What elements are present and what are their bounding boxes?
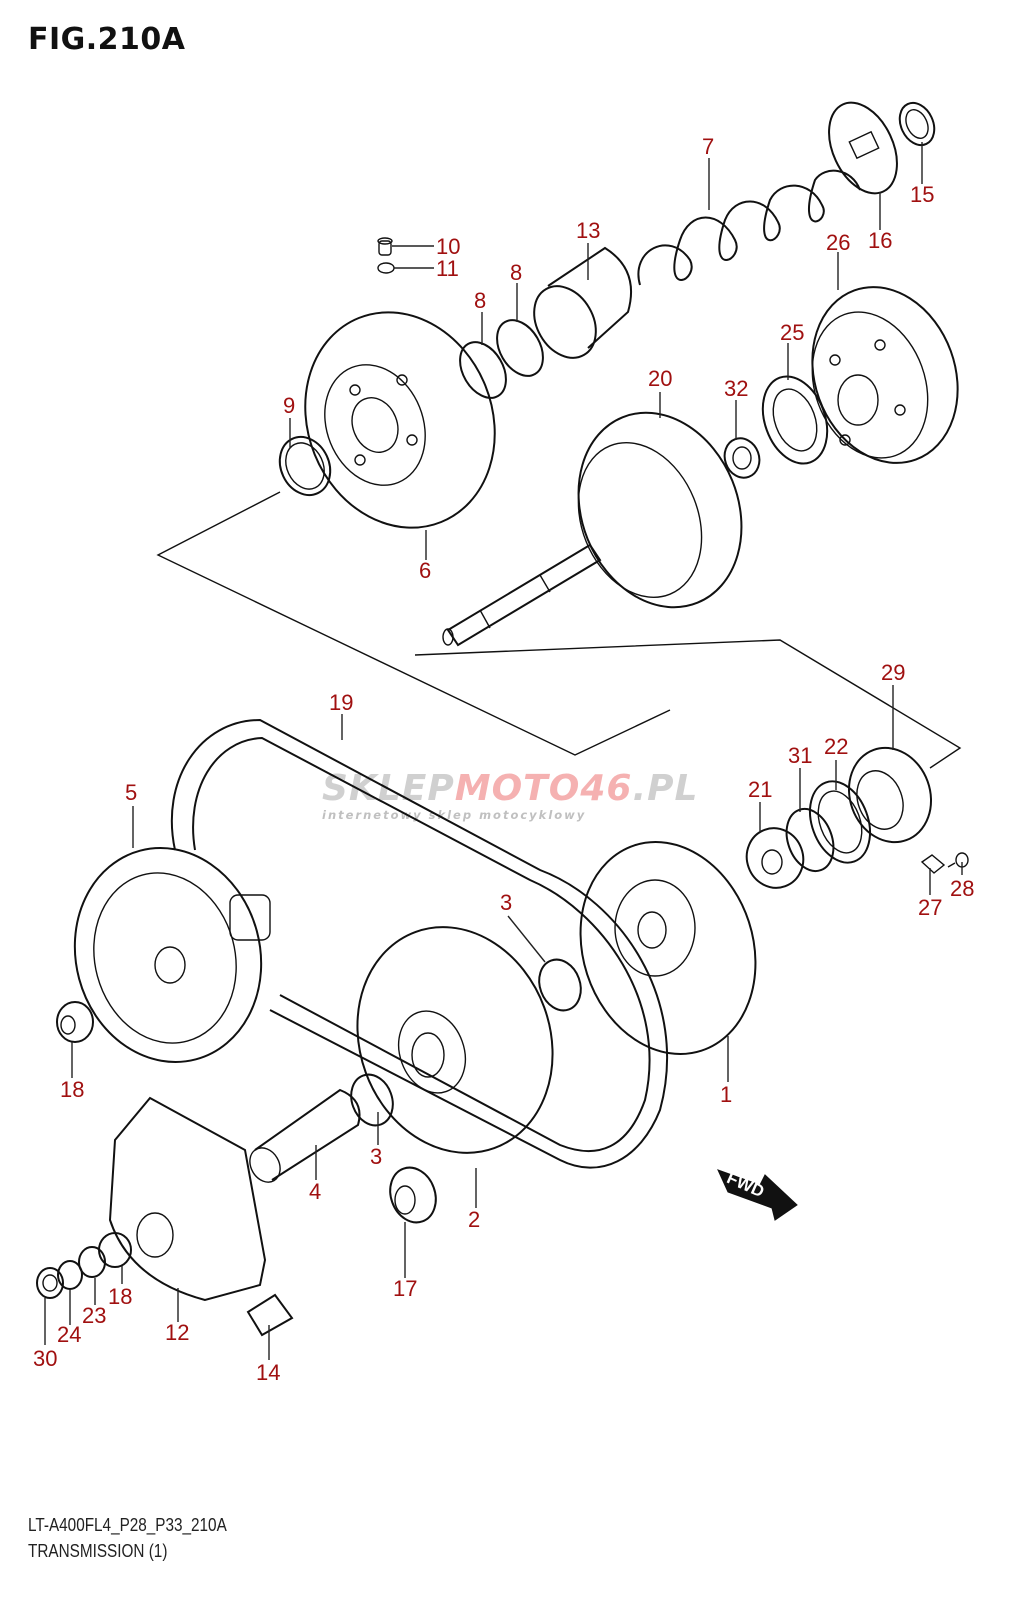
part-4-sleeve	[249, 1088, 361, 1183]
callout-29[interactable]: 29	[881, 660, 905, 685]
callout-14[interactable]: 14	[256, 1360, 280, 1385]
callout-17[interactable]: 17	[393, 1276, 417, 1301]
part-17-bearing	[389, 1166, 437, 1224]
part-31-circlip	[785, 808, 835, 872]
figure-footer: LT-A400FL4_P28_P33_210A TRANSMISSION (1)	[28, 1512, 227, 1564]
part-13-collar	[533, 246, 633, 359]
callout-28[interactable]: 28	[950, 876, 974, 901]
part-18-23-24-30-nut-stack	[36, 1232, 132, 1299]
callout-22[interactable]: 22	[824, 734, 848, 759]
part-27-28-washer-bolt	[920, 852, 969, 874]
callout-27[interactable]: 27	[918, 895, 942, 920]
callout-7[interactable]: 7	[702, 134, 714, 159]
watermark-subtitle: internetowy sklep motocyklowy	[322, 808, 587, 822]
part-16-plate	[828, 101, 898, 195]
callout-8a[interactable]: 8	[474, 288, 486, 313]
callout-19[interactable]: 19	[329, 690, 353, 715]
callout-18b[interactable]: 18	[108, 1284, 132, 1309]
callout-26[interactable]: 26	[826, 230, 850, 255]
leader-lines	[44, 142, 963, 1360]
callout-11[interactable]: 11	[436, 256, 459, 281]
assembly-guide-lines	[156, 491, 962, 769]
callout-3a[interactable]: 3	[500, 890, 512, 915]
callout-9[interactable]: 9	[283, 393, 295, 418]
callout-30[interactable]: 30	[33, 1346, 57, 1371]
callout-3b[interactable]: 3	[370, 1144, 382, 1169]
callout-labels: 1 2 3 3 4 5 6 7 8 8 9 10 11 12 13 14 15 …	[33, 134, 974, 1385]
callout-12[interactable]: 12	[165, 1320, 189, 1345]
part-14-guide	[246, 1293, 294, 1337]
part-5-fixed-drive-face	[73, 846, 271, 1064]
callout-2[interactable]: 2	[468, 1207, 480, 1232]
callout-23[interactable]: 23	[82, 1303, 106, 1328]
callout-8b[interactable]: 8	[510, 260, 522, 285]
guide-line-upper	[156, 491, 671, 756]
part-21-bearing	[745, 827, 805, 889]
section-name: TRANSMISSION (1)	[28, 1541, 168, 1561]
callout-4[interactable]: 4	[309, 1179, 321, 1204]
part-32-nut	[723, 437, 761, 479]
callout-15[interactable]: 15	[910, 182, 934, 207]
part-1-driven-face	[579, 840, 757, 1056]
callout-16[interactable]: 16	[868, 228, 892, 253]
guide-line-right	[414, 639, 962, 769]
callout-5[interactable]: 5	[125, 780, 137, 805]
part-20-driven-shaft	[442, 411, 743, 647]
part-26-clutch-housing	[811, 286, 959, 464]
part-9-seal	[278, 435, 332, 497]
callout-32[interactable]: 32	[724, 376, 748, 401]
callout-31[interactable]: 31	[788, 743, 812, 768]
part-22-seal	[809, 780, 871, 864]
figure-title: FIG.210A	[28, 22, 186, 57]
part-15-nut	[898, 101, 936, 147]
callout-6[interactable]: 6	[419, 558, 431, 583]
part-3-seals	[350, 958, 582, 1127]
part-6-drive-face	[304, 311, 496, 529]
part-18-bush	[56, 1001, 94, 1043]
part-7-spring	[637, 169, 861, 286]
part-8-o-rings	[459, 319, 544, 399]
callout-18a[interactable]: 18	[60, 1077, 84, 1102]
callout-25[interactable]: 25	[780, 320, 804, 345]
callout-24[interactable]: 24	[57, 1322, 81, 1347]
callout-10[interactable]: 10	[436, 234, 460, 259]
callout-1[interactable]: 1	[720, 1082, 732, 1107]
callout-20[interactable]: 20	[648, 366, 672, 391]
part-12-cam	[108, 1096, 267, 1302]
model-code: LT-A400FL4_P28_P33_210A	[28, 1515, 227, 1535]
part-10-11-pin-washer	[377, 237, 395, 274]
watermark-accent: MOTO46	[454, 768, 633, 809]
part-2-movable-driven-face	[356, 926, 554, 1154]
callout-21[interactable]: 21	[748, 777, 772, 802]
part-29-bearing	[847, 746, 933, 844]
part-25-one-way-clutch	[761, 375, 829, 465]
callout-13[interactable]: 13	[576, 218, 600, 243]
fwd-direction-arrow: FWD	[717, 1168, 798, 1221]
watermark-suffix: .PL	[632, 768, 699, 809]
part-19-drive-belt	[170, 718, 669, 1169]
